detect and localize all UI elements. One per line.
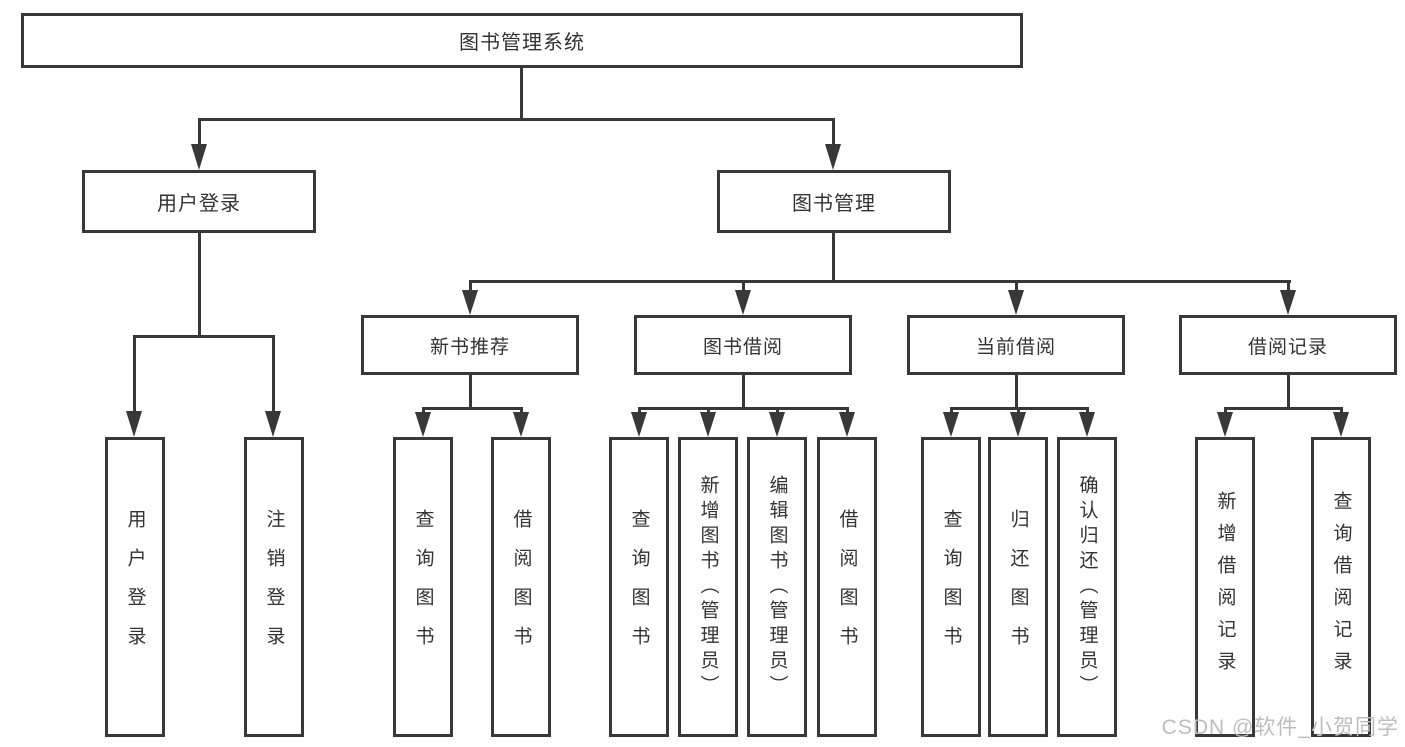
node-label: 用户登录: [157, 193, 241, 215]
arrowhead: [1280, 290, 1296, 315]
node-label: 注销登录: [263, 509, 285, 665]
arrowhead: [1010, 412, 1026, 437]
node-user-login: 用户登录: [82, 170, 316, 233]
node-label: 查询图书: [628, 509, 650, 665]
node-book-management: 图书管理: [717, 170, 951, 233]
node-label: 归还图书: [1007, 509, 1029, 665]
connector: [133, 338, 136, 413]
leaf-query-books-recommend: 查询图书: [393, 437, 453, 737]
connector: [422, 407, 523, 410]
node-label: 新增借阅记录: [1214, 491, 1236, 683]
connector: [832, 233, 835, 282]
leaf-logout: 注销登录: [244, 437, 304, 737]
connector: [1015, 375, 1018, 408]
node-new-book-recommendation: 新书推荐: [361, 315, 579, 375]
node-label: 查询借阅记录: [1330, 491, 1352, 683]
arrowhead: [943, 412, 959, 437]
connector: [742, 283, 745, 292]
leaf-add-borrow-record: 新增借阅记录: [1195, 437, 1255, 737]
connector: [1015, 283, 1018, 292]
leaf-borrow-books-recommend: 借阅图书: [491, 437, 551, 737]
node-label: 当前借阅: [975, 336, 1056, 358]
node-label: 查询图书: [940, 509, 962, 665]
connector: [1224, 407, 1343, 410]
connector: [133, 335, 275, 338]
arrowhead: [513, 412, 529, 437]
connector: [198, 233, 201, 335]
node-label: 查询图书: [412, 509, 434, 665]
node-current-borrowing: 当前借阅: [907, 315, 1125, 375]
node-label: 新书推荐: [429, 336, 510, 358]
node-label: 借阅图书: [836, 509, 858, 665]
node-label: 借阅图书: [510, 509, 532, 665]
node-label: 编辑图书（管理员）: [766, 474, 788, 700]
arrowhead: [462, 290, 478, 315]
node-library-management-system: 图书管理系统: [21, 13, 1023, 68]
connector: [520, 67, 523, 119]
node-label: 确认归还（管理员）: [1076, 474, 1098, 700]
leaf-query-books-borrowing: 查询图书: [609, 437, 669, 737]
connector: [469, 283, 472, 292]
leaf-user-login: 用户登录: [105, 437, 165, 737]
arrowhead: [1333, 412, 1349, 437]
connector: [1287, 375, 1290, 408]
arrowhead: [1079, 412, 1095, 437]
arrowhead: [265, 411, 281, 437]
arrowhead: [735, 290, 751, 315]
arrowhead: [631, 412, 647, 437]
arrowhead: [839, 412, 855, 437]
leaf-return-books: 归还图书: [988, 437, 1048, 737]
node-label: 图书管理系统: [459, 32, 585, 54]
connector: [832, 120, 835, 146]
node-label: 借阅记录: [1247, 336, 1328, 358]
connector: [272, 338, 275, 413]
arrowhead: [1008, 290, 1024, 315]
node-borrowing-records: 借阅记录: [1179, 315, 1397, 375]
leaf-query-books-current: 查询图书: [921, 437, 981, 737]
node-book-borrowing: 图书借阅: [634, 315, 852, 375]
arrowhead: [825, 144, 841, 170]
connector: [198, 120, 201, 146]
arrowhead: [1217, 412, 1233, 437]
arrowhead: [415, 412, 431, 437]
node-label: 用户登录: [124, 509, 146, 665]
connector: [950, 407, 1089, 410]
node-label: 新增图书（管理员）: [697, 474, 719, 700]
connector: [198, 118, 835, 121]
connector: [469, 375, 472, 408]
leaf-confirm-return-admin: 确认归还（管理员）: [1057, 437, 1117, 737]
arrowhead: [191, 144, 207, 170]
connector: [742, 375, 745, 408]
node-label: 图书管理: [792, 193, 876, 215]
leaf-borrow-books: 借阅图书: [817, 437, 877, 737]
connector: [1287, 283, 1290, 292]
node-label: 图书借阅: [702, 336, 783, 358]
leaf-add-book-admin: 新增图书（管理员）: [678, 437, 738, 737]
connector: [469, 280, 1291, 283]
leaf-edit-book-admin: 编辑图书（管理员）: [747, 437, 807, 737]
arrowhead: [700, 412, 716, 437]
watermark: CSDN @软件_小贺同学: [1161, 716, 1399, 739]
connector: [638, 407, 849, 410]
arrowhead: [126, 411, 142, 437]
arrowhead: [769, 412, 785, 437]
leaf-query-borrow-record: 查询借阅记录: [1311, 437, 1371, 737]
